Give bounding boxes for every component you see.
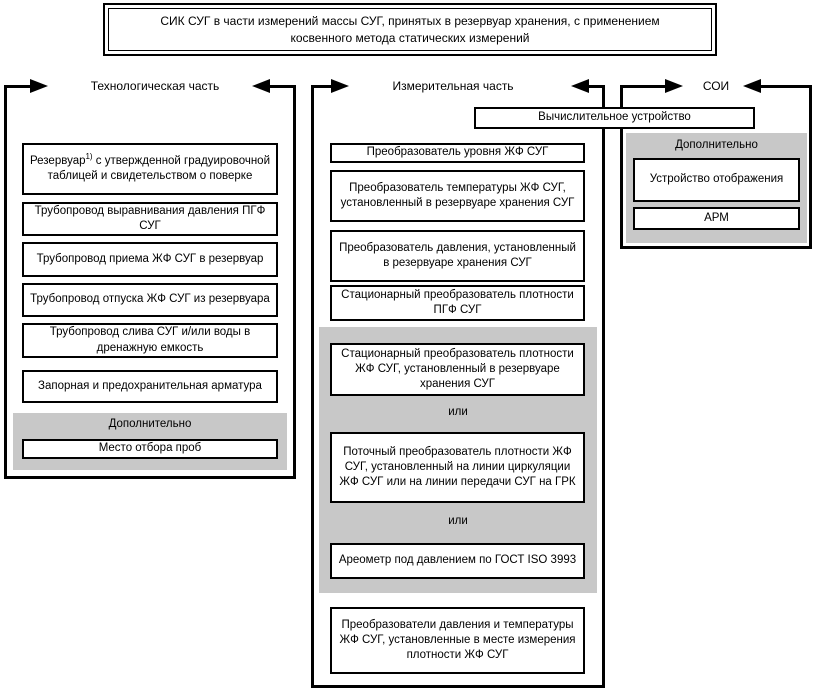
measure-left-arrow-line: [311, 85, 331, 88]
or-label-2: или: [448, 515, 468, 527]
tech-left-arrowhead-icon: [30, 79, 48, 93]
measure-box-stationary-density-pgf: Стационарный преобразователь плотности П…: [330, 285, 585, 321]
measure-column-frame: [311, 86, 605, 688]
tech-left-arrow-line: [4, 85, 30, 88]
tech-optional-label: Дополнительно: [108, 418, 192, 430]
tech-box-intake-pipeline: Трубопровод приема ЖФ СУГ в резервуар: [22, 242, 278, 277]
footnote-marker: 1): [85, 152, 93, 161]
tech-box-sampling-point: Место отбора проб: [22, 439, 278, 459]
soi-left-arrow-line: [620, 85, 665, 88]
measure-right-arrowhead-icon: [571, 79, 589, 93]
tech-box-pressure-equalization-pipeline: Трубопровод выравнивания давления ПГФ СУ…: [22, 202, 278, 236]
tech-column-header: Технологическая часть: [90, 79, 220, 93]
tech-right-arrow-line: [270, 85, 296, 88]
soi-right-arrowhead-icon: [743, 79, 761, 93]
measure-box-pressure-temperature-at-density-point: Преобразователи давления и температуры Ж…: [330, 607, 585, 674]
soi-optional-label: Дополнительно: [675, 139, 758, 151]
measure-box-stationary-density-zhf: Стационарный преобразователь плотности Ж…: [330, 343, 585, 396]
tech-box-release-pipeline: Трубопровод отпуска ЖФ СУГ из резервуара: [22, 283, 278, 317]
tech-box-drain-pipeline: Трубопровод слива СУГ и/или воды в дрена…: [22, 323, 278, 358]
tech-box-reservoir: Резервуар1) с утвержденной градуировочно…: [22, 143, 278, 195]
measure-box-hydrometer: Ареометр под давлением по ГОСТ ISO 3993: [330, 543, 585, 579]
measure-box-flow-density-transducer: Поточный преобразователь плотности ЖФ СУ…: [330, 432, 585, 503]
measure-box-level-transducer: Преобразователь уровня ЖФ СУГ: [330, 143, 585, 163]
soi-right-arrow-line: [761, 85, 812, 88]
tech-column-frame: [4, 86, 296, 479]
tech-box-valves: Запорная и предохранительная арматура: [22, 370, 278, 403]
measure-box-pressure-transducer: Преобразователь давления, установленный …: [330, 230, 585, 282]
measure-left-arrowhead-icon: [331, 79, 349, 93]
soi-column-frame: [620, 86, 812, 249]
soi-column-header: СОИ: [702, 79, 730, 93]
soi-box-arm: АРМ: [633, 207, 800, 230]
title-text: СИК СУГ в части измерений массы СУГ, при…: [108, 8, 712, 51]
measure-box-temperature-transducer: Преобразователь температуры ЖФ СУГ, уста…: [330, 170, 585, 222]
tech-right-arrowhead-icon: [252, 79, 270, 93]
computing-device-box: Вычислительное устройство: [474, 107, 755, 129]
soi-left-arrowhead-icon: [665, 79, 683, 93]
soi-box-display-device: Устройство отображения: [633, 158, 800, 202]
title-box: СИК СУГ в части измерений массы СУГ, при…: [103, 3, 717, 56]
measure-column-header: Измерительная часть: [392, 79, 514, 93]
measure-right-arrow-line: [589, 85, 605, 88]
reservoir-text: Резервуар1) с утвержденной градуировочно…: [29, 152, 271, 183]
or-label-1: или: [448, 406, 468, 418]
